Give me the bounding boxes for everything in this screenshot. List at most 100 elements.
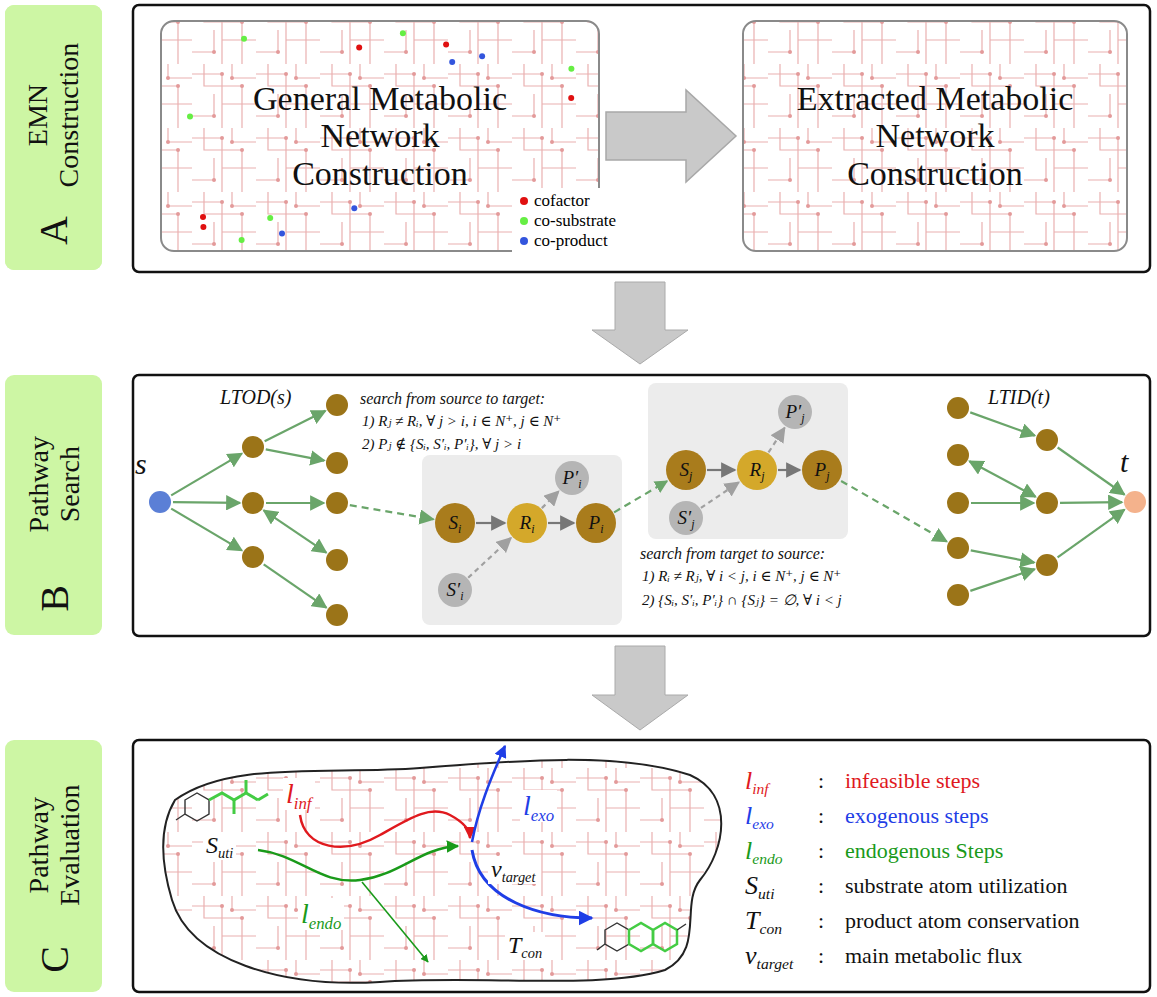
metabolite-dot	[239, 237, 245, 243]
metabolite-node: Ri	[507, 503, 547, 543]
node-symbol: S	[449, 512, 459, 534]
flux-curves	[258, 746, 592, 962]
metabolite-circle	[326, 452, 348, 474]
panel-title: Pathway Search	[23, 399, 85, 569]
reaction-connector	[468, 538, 511, 578]
search-link	[969, 461, 1035, 497]
node-index: i	[458, 522, 461, 537]
label: Tcon	[505, 932, 545, 960]
legend: cofactorco-substrateco-product	[512, 188, 624, 254]
panel-title: EMN Construction	[23, 30, 85, 200]
label-text: :	[818, 803, 824, 828]
label: lexo	[745, 801, 774, 831]
label-text: substrate atom utilization	[845, 873, 1067, 898]
side-band	[5, 5, 102, 270]
subscript: exo	[752, 815, 774, 832]
label-text: 2) {Sᵢ, S′ᵢ, P′ᵢ} ∩ {Sⱼ} = ∅, ∀ i < j	[642, 592, 842, 608]
metabolite-node: Rj	[737, 450, 777, 490]
label: 2) {Sᵢ, S′ᵢ, P′ᵢ} ∩ {Sⱼ} = ∅, ∀ i < j	[642, 592, 842, 609]
subscript: exo	[531, 806, 554, 825]
label-text: v	[745, 941, 757, 970]
label: main metabolic flux	[845, 943, 1022, 968]
label-text: l	[523, 790, 531, 821]
label-text: S	[206, 832, 218, 858]
metabolite-dot	[200, 224, 206, 230]
label: lendo	[298, 898, 344, 930]
node-index: j	[691, 517, 694, 532]
node-index: j	[689, 469, 692, 484]
search-link	[971, 502, 1034, 504]
metabolite-node: P′j	[778, 395, 812, 429]
rotated-label: CPathway Evaluation	[5, 740, 102, 992]
node-index: i	[578, 477, 581, 492]
panel-frame	[133, 5, 1150, 272]
label-text: :	[818, 768, 824, 793]
metabolite-node: S′j	[669, 501, 703, 535]
panel-frame	[133, 740, 1150, 992]
label: linf	[745, 766, 769, 796]
label: vtarget	[745, 941, 793, 971]
label: search from target to source:	[640, 545, 825, 563]
subscript: endo	[309, 914, 342, 933]
legend-row: co-product	[520, 231, 616, 251]
metabolite-node: Pj	[802, 450, 842, 490]
label-text: l	[745, 766, 752, 795]
metabolite-circle	[242, 546, 264, 568]
metabolite-dot	[351, 205, 357, 211]
node-index: j	[801, 411, 804, 426]
label-text: l	[745, 801, 752, 830]
panel-frame	[133, 375, 1150, 636]
metabolite-circle	[1036, 429, 1058, 451]
node-symbol: P	[589, 512, 601, 534]
label: 2) Pⱼ ∉ {Sᵢ, S′ᵢ, P′ᵢ}, ∀ j > i	[362, 436, 521, 453]
flow-arrow	[592, 646, 688, 730]
label: :	[818, 873, 824, 898]
legend-row: cofactor	[520, 191, 616, 211]
node-symbol: S′	[447, 579, 461, 601]
search-link	[266, 502, 324, 504]
label-text: :	[818, 908, 824, 933]
label: :	[818, 768, 824, 793]
flow-arrow	[592, 282, 688, 364]
label-text: T	[745, 906, 759, 935]
rotated-label: BPathway Search	[5, 375, 102, 635]
legend-swatch	[520, 217, 528, 225]
reaction-connector	[701, 482, 739, 508]
legend-text: cofactor	[534, 191, 590, 211]
panel-tab: CPathway Evaluation	[5, 740, 102, 992]
label: Suti	[745, 871, 774, 901]
panel-tab: BPathway Search	[5, 375, 102, 635]
node-symbol: S	[680, 459, 690, 481]
node-symbol: P	[815, 459, 827, 481]
subscript: endo	[752, 850, 782, 867]
label-text: :	[818, 838, 824, 863]
panel-letter: C	[30, 946, 77, 973]
network-box: Extracted Metabolic Network Construction	[742, 20, 1128, 252]
search-link	[1060, 501, 1122, 504]
metabolite-node: s	[149, 491, 171, 513]
subscript: uti	[218, 845, 233, 861]
step-highlight	[648, 383, 848, 539]
label: LTID(t)	[988, 386, 1050, 409]
node-symbol: P′	[785, 401, 801, 423]
node-name: s	[135, 447, 147, 481]
label: substrate atom utilization	[845, 873, 1067, 898]
label-text: 1) Rⱼ ≠ Rᵢ, ∀ j > i, i ∈ N⁺, j ∈ N⁺	[362, 413, 561, 429]
search-link	[171, 509, 242, 551]
metabolite-circle	[326, 604, 348, 626]
search-link	[841, 481, 947, 542]
metabolite-node: t	[1124, 491, 1146, 513]
metabolite-circle	[947, 492, 969, 514]
metabolite-dot	[568, 66, 574, 72]
metabolite-node: Si	[435, 503, 475, 543]
search-link	[350, 505, 433, 519]
label: linf	[283, 778, 315, 810]
reaction-connector	[548, 522, 574, 524]
panel-tab: AEMN Construction	[5, 5, 102, 270]
legend-swatch	[520, 197, 528, 205]
node-index: i	[600, 522, 603, 537]
metabolite-dot	[279, 231, 285, 237]
node-index: i	[460, 589, 463, 604]
label-text: v	[491, 856, 502, 882]
label: Suti	[203, 832, 236, 860]
